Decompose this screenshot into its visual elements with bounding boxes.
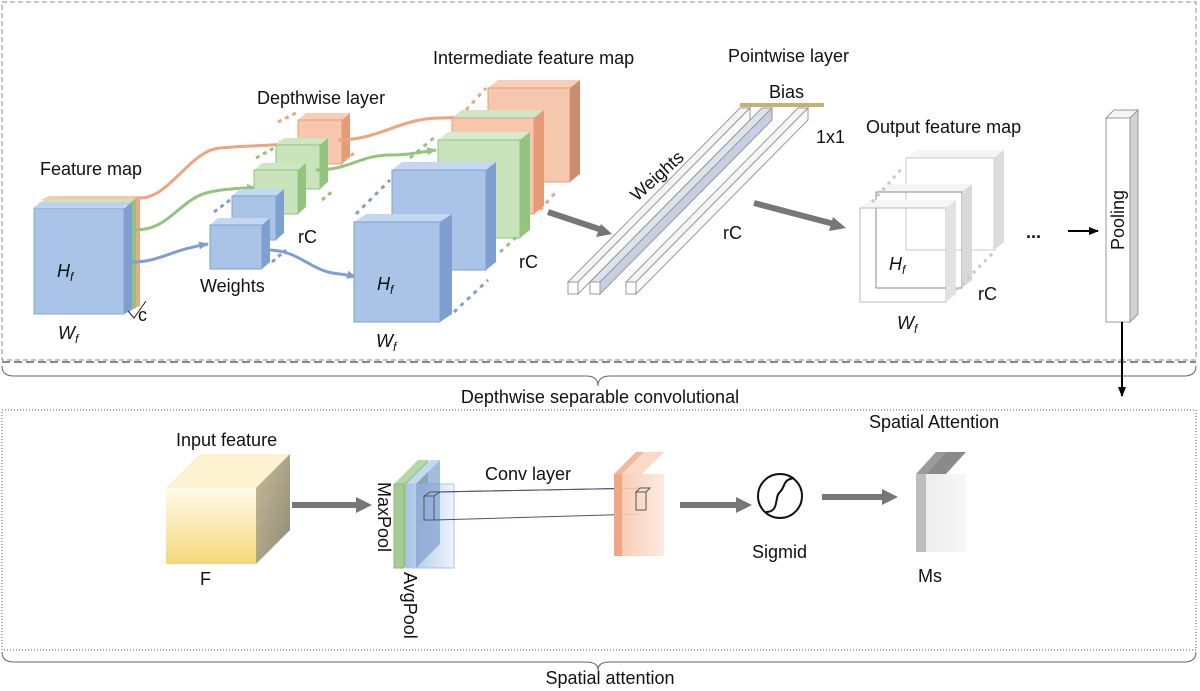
bottom-section-caption: Spatial attention [545, 668, 674, 688]
channel-bracket [127, 300, 147, 319]
pointwise-bias-label: Bias [769, 82, 804, 102]
top-section-brace [1, 365, 1197, 387]
intermediate-map-rc-label: rC [519, 252, 538, 272]
to-pointwise-arrow-head [596, 224, 612, 237]
to-attention-arrow-head [882, 489, 898, 505]
pooling-bar [1104, 108, 1140, 324]
pointwise-kernel-label: 1x1 [816, 127, 845, 147]
green-channel-arrow [135, 184, 257, 232]
to-sigmoid-arrow-head [736, 497, 752, 513]
sigmoid-icon [757, 473, 803, 519]
feature-map-h-label: Hf [57, 261, 75, 284]
top-section-caption: Depthwise separable convolutional [461, 387, 739, 407]
to-pooled-arrow-head [356, 497, 372, 513]
intermediate-map-h-label: Hf [377, 274, 395, 297]
ellipsis-text: ... [1026, 222, 1041, 242]
feature-map-w-label: Wf [58, 323, 80, 346]
spatial-attention-symbol: Ms [918, 566, 942, 586]
blue-channel-arrow [131, 241, 209, 264]
top-section-frame [1, 1, 1197, 361]
depthwise-rc-label: rC [298, 227, 317, 247]
output-map-rc-label: rC [978, 284, 997, 304]
avgpool-label: AvgPool [400, 572, 420, 639]
bottom-section-frame [1, 409, 1197, 651]
blue-depthwise-arrow [267, 248, 357, 279]
pointwise-layer-title: Pointwise layer [728, 46, 849, 66]
to-pointwise-arrow-shaft [547, 209, 603, 233]
output-map-title: Output feature map [866, 117, 1021, 137]
input-feature-cube [166, 454, 290, 564]
output-map-w-label: Wf [897, 313, 919, 336]
spatial-attention-title: Spatial Attention [869, 412, 999, 432]
depthwise-layer-title: Depthwise layer [257, 88, 385, 108]
pooling-label: Pooling [1108, 190, 1128, 250]
depthwise-weights-label: Weights [200, 276, 265, 296]
to-output-arrow-shaft [753, 200, 835, 227]
input-feature-title: Input feature [176, 430, 277, 450]
conv-layer-label: Conv layer [485, 464, 571, 484]
output-map-h-label: Hf [889, 254, 907, 277]
feature-map-title: Feature map [40, 159, 142, 179]
sigmoid-curve [765, 477, 795, 513]
depthwise-kernels [209, 111, 357, 270]
green-depthwise-arrow [315, 147, 437, 172]
spatial-attention-map [916, 452, 966, 552]
pooled-maps [393, 460, 455, 569]
bottom-section-brace [1, 651, 1197, 671]
intermediate-map-title: Intermediate feature map [433, 48, 634, 68]
output-feature-map [859, 150, 1004, 303]
intermediate-map-w-label: Wf [376, 331, 398, 354]
feature-map-stack [33, 196, 140, 315]
orange-channel-arrow [139, 140, 289, 200]
sigmoid-label: Sigmid [752, 542, 807, 562]
pointwise-rc-label: rC [723, 223, 742, 243]
to-output-arrow-head [829, 217, 846, 231]
input-feature-symbol: F [200, 569, 211, 589]
feature-map-c-label: c [138, 305, 147, 325]
maxpool-label: MaxPool [374, 482, 394, 552]
conv-projection-lines [433, 487, 647, 521]
conv-output-map [614, 452, 664, 556]
intermediate-feature-map [353, 80, 580, 323]
pointwise-layer [566, 103, 824, 296]
